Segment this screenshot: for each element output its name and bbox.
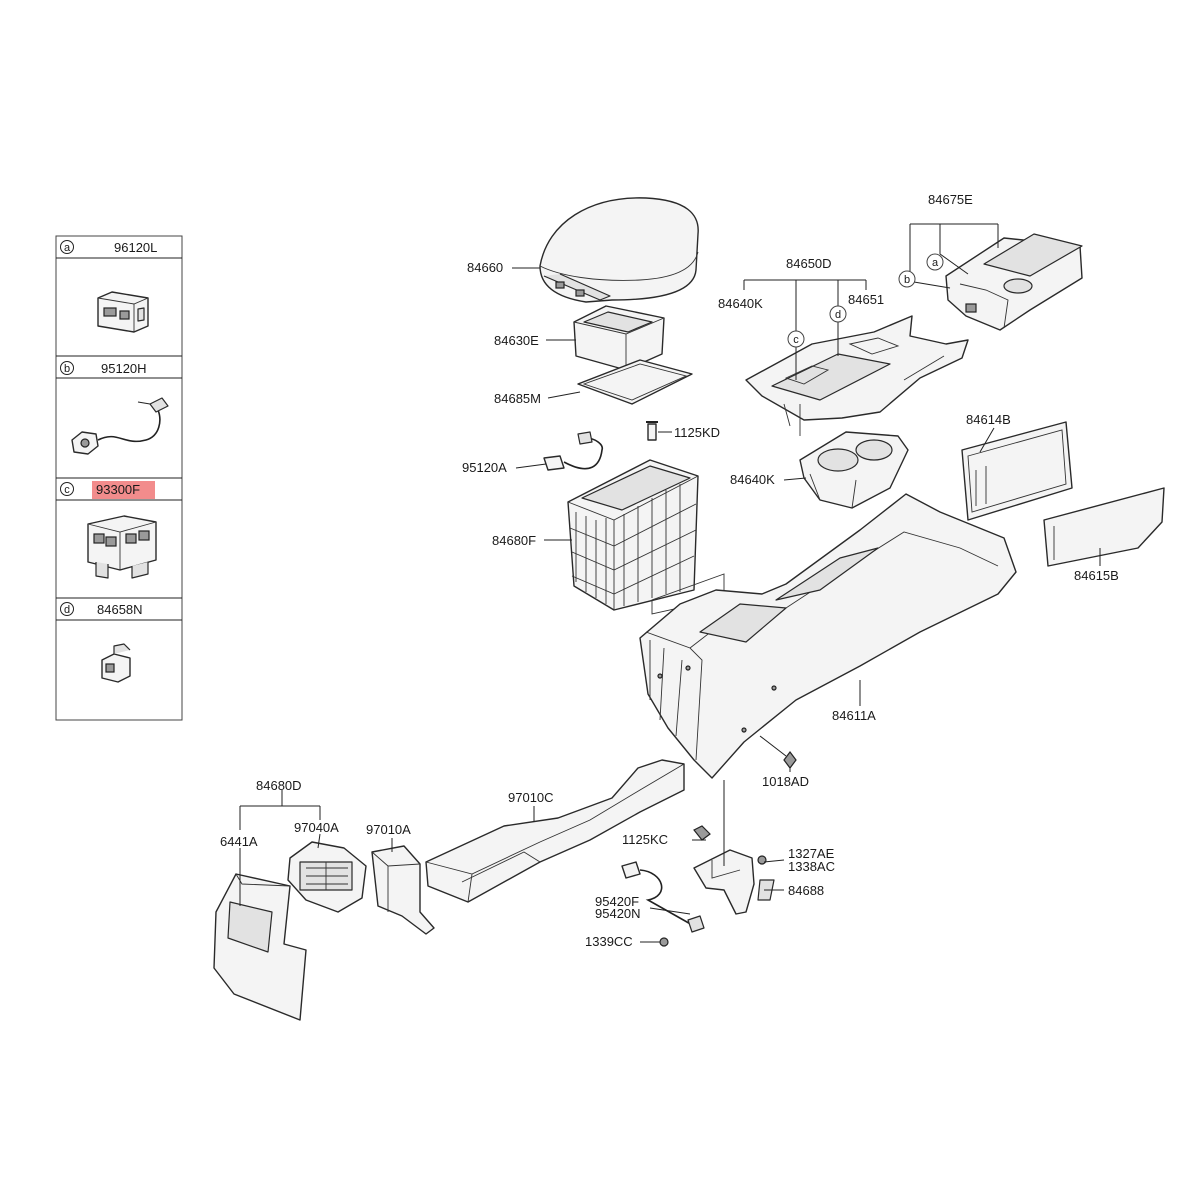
leader-lines bbox=[239, 223, 1101, 943]
rear-vent-97040A[interactable] bbox=[287, 841, 367, 913]
callout-a: a bbox=[932, 257, 939, 269]
label-1327AE[interactable]: 1327AE bbox=[788, 846, 835, 861]
callout-d: d bbox=[835, 309, 841, 321]
label-6441A[interactable]: 6441A bbox=[220, 834, 258, 849]
label-95420F[interactable]: 95420F bbox=[595, 894, 639, 909]
label-1339CC[interactable]: 1339CC bbox=[585, 934, 633, 949]
label-95120A[interactable]: 95120A bbox=[462, 460, 507, 475]
label-84630E[interactable]: 84630E bbox=[494, 333, 539, 348]
label-84651[interactable]: 84651 bbox=[848, 292, 884, 307]
label-84640K[interactable]: 84640K bbox=[730, 472, 775, 487]
part-labels: 84675E 84660 84650D 84640K 84651 84630E … bbox=[220, 192, 1119, 949]
mat-84685M[interactable] bbox=[577, 359, 693, 405]
legend-letter: d bbox=[64, 604, 70, 616]
screw-1339CC-icon bbox=[659, 937, 669, 947]
air-duct-97010A[interactable] bbox=[371, 845, 435, 935]
legend-part-number: 95120H bbox=[101, 361, 147, 376]
armrest-lid-84660[interactable] bbox=[539, 197, 699, 303]
label-1338AC[interactable]: 1338AC bbox=[788, 859, 835, 874]
screw-1125KC-icon bbox=[693, 825, 711, 841]
legend-part-number: 84658N bbox=[97, 602, 143, 617]
label-84611A[interactable]: 84611A bbox=[832, 708, 876, 723]
label-95420N[interactable]: 95420N bbox=[595, 906, 641, 921]
label-1125KD[interactable]: 1125KD bbox=[674, 425, 720, 440]
legend-item-c[interactable]: c 93300F bbox=[56, 481, 182, 599]
harness-95120A[interactable] bbox=[543, 431, 604, 471]
label-84650D[interactable]: 84650D bbox=[786, 256, 832, 271]
legend-letter: a bbox=[64, 242, 71, 254]
callout-b: b bbox=[904, 274, 910, 286]
legend-item-b[interactable]: b 95120H bbox=[56, 361, 182, 479]
switch-assembly-icon bbox=[87, 515, 157, 579]
upper-console-panel-84650D[interactable] bbox=[745, 315, 969, 436]
side-cover-84615B[interactable] bbox=[1043, 487, 1165, 567]
label-84615B[interactable]: 84615B bbox=[1074, 568, 1119, 583]
label-84660[interactable]: 84660 bbox=[467, 260, 503, 275]
wire-harness-icon bbox=[71, 397, 169, 455]
cup-holder-84640K[interactable] bbox=[799, 431, 909, 509]
clip-1327AE-icon bbox=[757, 855, 767, 865]
bracket-clip-icon bbox=[101, 643, 131, 683]
label-84680F[interactable]: 84680F bbox=[492, 533, 536, 548]
label-97010A[interactable]: 97010A bbox=[366, 822, 411, 837]
legend-letter: b bbox=[64, 363, 70, 375]
legend-part-number: 96120L bbox=[114, 240, 157, 255]
callout-markers: a b c d bbox=[787, 253, 944, 348]
rear-cover-6441A[interactable] bbox=[213, 873, 307, 1021]
label-97040A[interactable]: 97040A bbox=[294, 820, 339, 835]
label-84614B[interactable]: 84614B bbox=[966, 412, 1011, 427]
air-duct-97010C[interactable] bbox=[425, 759, 685, 903]
label-97010C[interactable]: 97010C bbox=[508, 790, 554, 805]
storage-tray-84630E[interactable] bbox=[573, 305, 665, 371]
legend-panel: a 96120L b 95120H bbox=[55, 235, 183, 721]
side-panel-84614B[interactable] bbox=[961, 421, 1073, 521]
bracket-84688[interactable] bbox=[693, 849, 775, 915]
harness-95420[interactable] bbox=[621, 861, 705, 933]
legend-part-number: 93300F bbox=[96, 482, 140, 497]
main-console-84611A[interactable] bbox=[639, 493, 1017, 779]
highlight-marker bbox=[92, 481, 155, 499]
console-bin-84680F[interactable] bbox=[567, 459, 725, 615]
callout-c: c bbox=[793, 334, 799, 346]
screw-1018AD-icon bbox=[783, 751, 797, 769]
legend-item-a[interactable]: a 96120L bbox=[56, 240, 182, 357]
legend-item-d[interactable]: d 84658N bbox=[56, 602, 182, 683]
label-84640K-top[interactable]: 84640K bbox=[718, 296, 763, 311]
label-84685M[interactable]: 84685M bbox=[494, 391, 541, 406]
label-84680D[interactable]: 84680D bbox=[256, 778, 302, 793]
upper-tray-84675E[interactable] bbox=[945, 233, 1083, 331]
label-1018AD[interactable]: 1018AD bbox=[762, 774, 809, 789]
screw-1125KD-icon bbox=[646, 421, 658, 441]
usb-port-icon bbox=[97, 291, 149, 333]
label-84688[interactable]: 84688 bbox=[788, 883, 824, 898]
label-1125KC[interactable]: 1125KC bbox=[622, 832, 668, 847]
legend-letter: c bbox=[64, 484, 70, 496]
label-84675E[interactable]: 84675E bbox=[928, 192, 973, 207]
